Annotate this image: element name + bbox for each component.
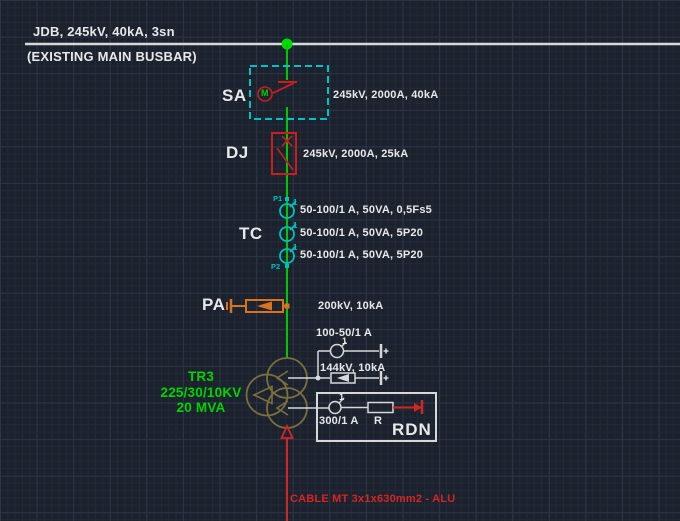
rdn-ct-index: 1 — [339, 392, 345, 402]
ct3-index: 1 — [293, 243, 298, 252]
p1-terminal-dot — [285, 197, 289, 201]
neutral-ct-index: 1 — [342, 336, 348, 346]
bottom-winding-chevron — [275, 400, 289, 416]
neutral-branch-wiring[interactable] — [288, 341, 389, 385]
ct2-index: 1 — [293, 221, 298, 230]
rdn-enclosure-box — [316, 392, 437, 442]
motor-operator-circle — [257, 86, 273, 102]
delta-winding-symbol — [252, 385, 273, 405]
rdn-cubicle-symbol[interactable] — [288, 392, 437, 442]
sa-label[interactable]: SA — [222, 86, 247, 105]
ct1-index: 1 — [293, 198, 298, 207]
pa-junction-dot — [284, 303, 290, 309]
mv-cable-incomer-line[interactable] — [280, 423, 294, 521]
dj-circuit-breaker-symbol[interactable] — [271, 132, 297, 175]
busbar-subtitle[interactable]: (EXISTING MAIN BUSBAR) — [27, 49, 197, 64]
ct3-rating[interactable]: 50-100/1 A, 50VA, 5P20 — [300, 249, 424, 261]
p2-terminal-dot — [285, 264, 289, 268]
rdn-ct-rating[interactable]: 300/1 A — [319, 415, 359, 427]
sa-rating[interactable]: 245kV, 2000A, 40kA — [333, 89, 439, 101]
cable-label[interactable]: CABLE MT 3x1x630mm2 - ALU — [290, 493, 456, 505]
tc-label[interactable]: TC — [239, 224, 263, 243]
tc-current-transformers-symbol[interactable] — [279, 197, 297, 268]
p1-terminal-label: P1 — [273, 194, 283, 203]
top-winding-chevron — [275, 370, 289, 386]
busbar-title[interactable]: JDB, 245kV, 40kA, 3sn — [33, 24, 175, 39]
ct2-rating[interactable]: 50-100/1 A, 50VA, 5P20 — [300, 227, 424, 239]
dj-label[interactable]: DJ — [226, 143, 249, 162]
motor-letter: M — [261, 88, 269, 98]
pa-label[interactable]: PA — [202, 295, 226, 314]
pa-rating[interactable]: 200kV, 10kA — [318, 300, 384, 312]
dj-rating[interactable]: 245kV, 2000A, 25kA — [303, 148, 409, 160]
transformer-name: TR3 — [187, 369, 215, 384]
neutral-ct-rating[interactable]: 100-50/1 A — [316, 327, 373, 339]
resistor-box — [367, 401, 394, 414]
p2-terminal-label: P2 — [271, 262, 281, 271]
sa-dashed-boundary — [249, 65, 329, 120]
rdn-resistor-label[interactable]: R — [374, 415, 383, 427]
transformer-ratio: 225/30/10KV — [160, 384, 242, 400]
ct1-rating[interactable]: 50-100/1 A, 50VA, 0,5Fs5 — [300, 204, 432, 216]
transformer-nameplate[interactable]: TR3 225/30/10KV 20 MVA — [136, 369, 266, 416]
rdn-label[interactable]: RDN — [392, 420, 432, 439]
sa-disconnector-symbol[interactable] — [249, 65, 329, 120]
rdn-ct-circle — [328, 400, 342, 415]
main-busbar-line[interactable] — [25, 38, 680, 50]
neutral-arrester-rating[interactable]: 144kV, 10kA — [320, 362, 386, 374]
pa-surge-arrester-symbol[interactable] — [226, 299, 290, 313]
transformer-power: 20 MVA — [176, 400, 226, 415]
